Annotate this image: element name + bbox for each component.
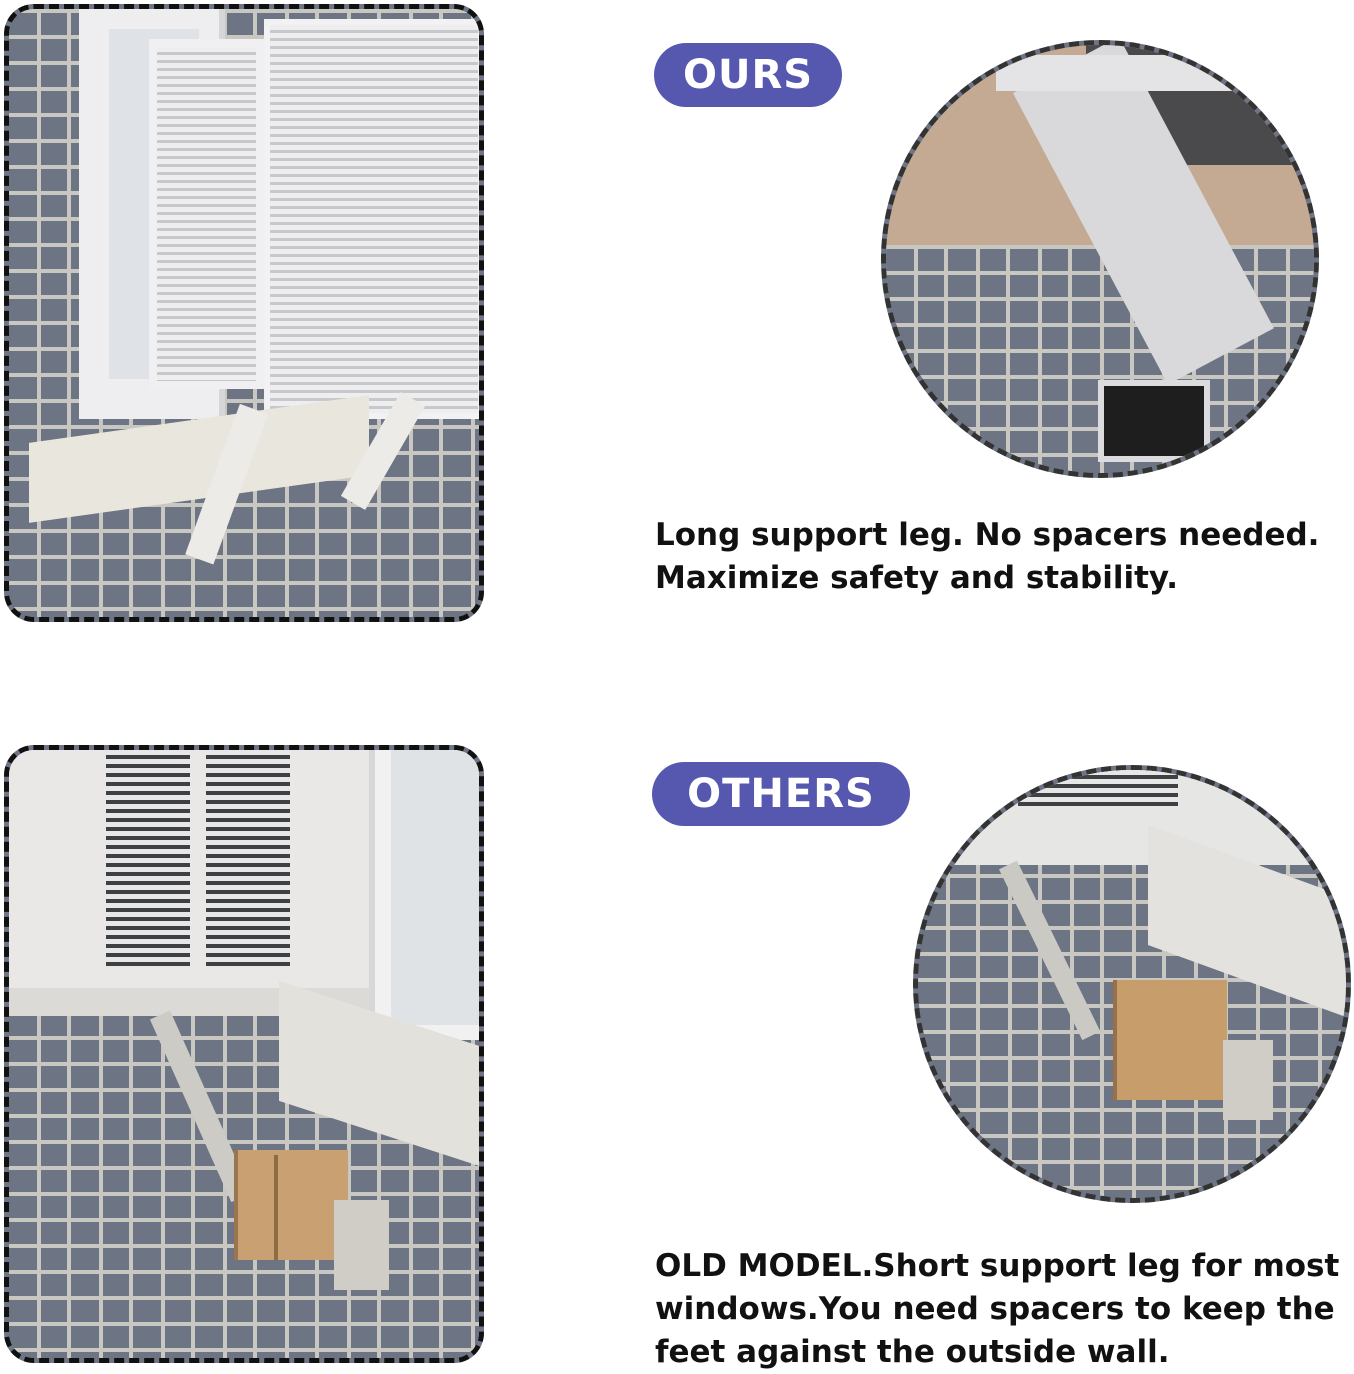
wood-spacer	[234, 1150, 348, 1260]
closeup-bracket-foot	[1223, 1040, 1273, 1120]
closeup-wood-spacer	[1113, 980, 1227, 1100]
others-caption-line-1: OLD MODEL.Short support leg for most	[655, 1248, 1340, 1284]
ours-caption-line-1: Long support leg. No spacers needed.	[655, 517, 1320, 553]
others-caption: OLD MODEL.Short support leg for most win…	[655, 1245, 1339, 1374]
others-caption-line-3: feet against the outside wall.	[655, 1334, 1170, 1370]
ac-vent-left	[106, 750, 190, 968]
ours-caption: Long support leg. No spacers needed. Max…	[655, 514, 1319, 600]
ours-badge: OURS	[654, 43, 842, 107]
others-caption-line-2: windows.You need spacers to keep the	[655, 1291, 1335, 1327]
closeup-bracket-foot	[1098, 380, 1210, 462]
others-badge: OTHERS	[652, 762, 910, 826]
ours-closeup-circle	[881, 40, 1319, 478]
bracket-foot	[334, 1200, 389, 1290]
others-closeup-circle	[913, 765, 1351, 1203]
ac-unit-body	[9, 750, 379, 1015]
ac-vent-right	[206, 750, 290, 968]
others-installation-photo	[4, 745, 484, 1363]
ours-installation-photo	[4, 4, 484, 622]
closeup-bracket-top	[996, 55, 1246, 91]
wood-spacer-2	[274, 1155, 278, 1260]
ac-unit-front	[264, 19, 479, 419]
closeup-ac-vents	[1018, 770, 1178, 810]
window-glass-lower	[391, 750, 479, 1025]
ours-caption-line-2: Maximize safety and stability.	[655, 560, 1179, 596]
ac-unit-side	[149, 39, 264, 389]
